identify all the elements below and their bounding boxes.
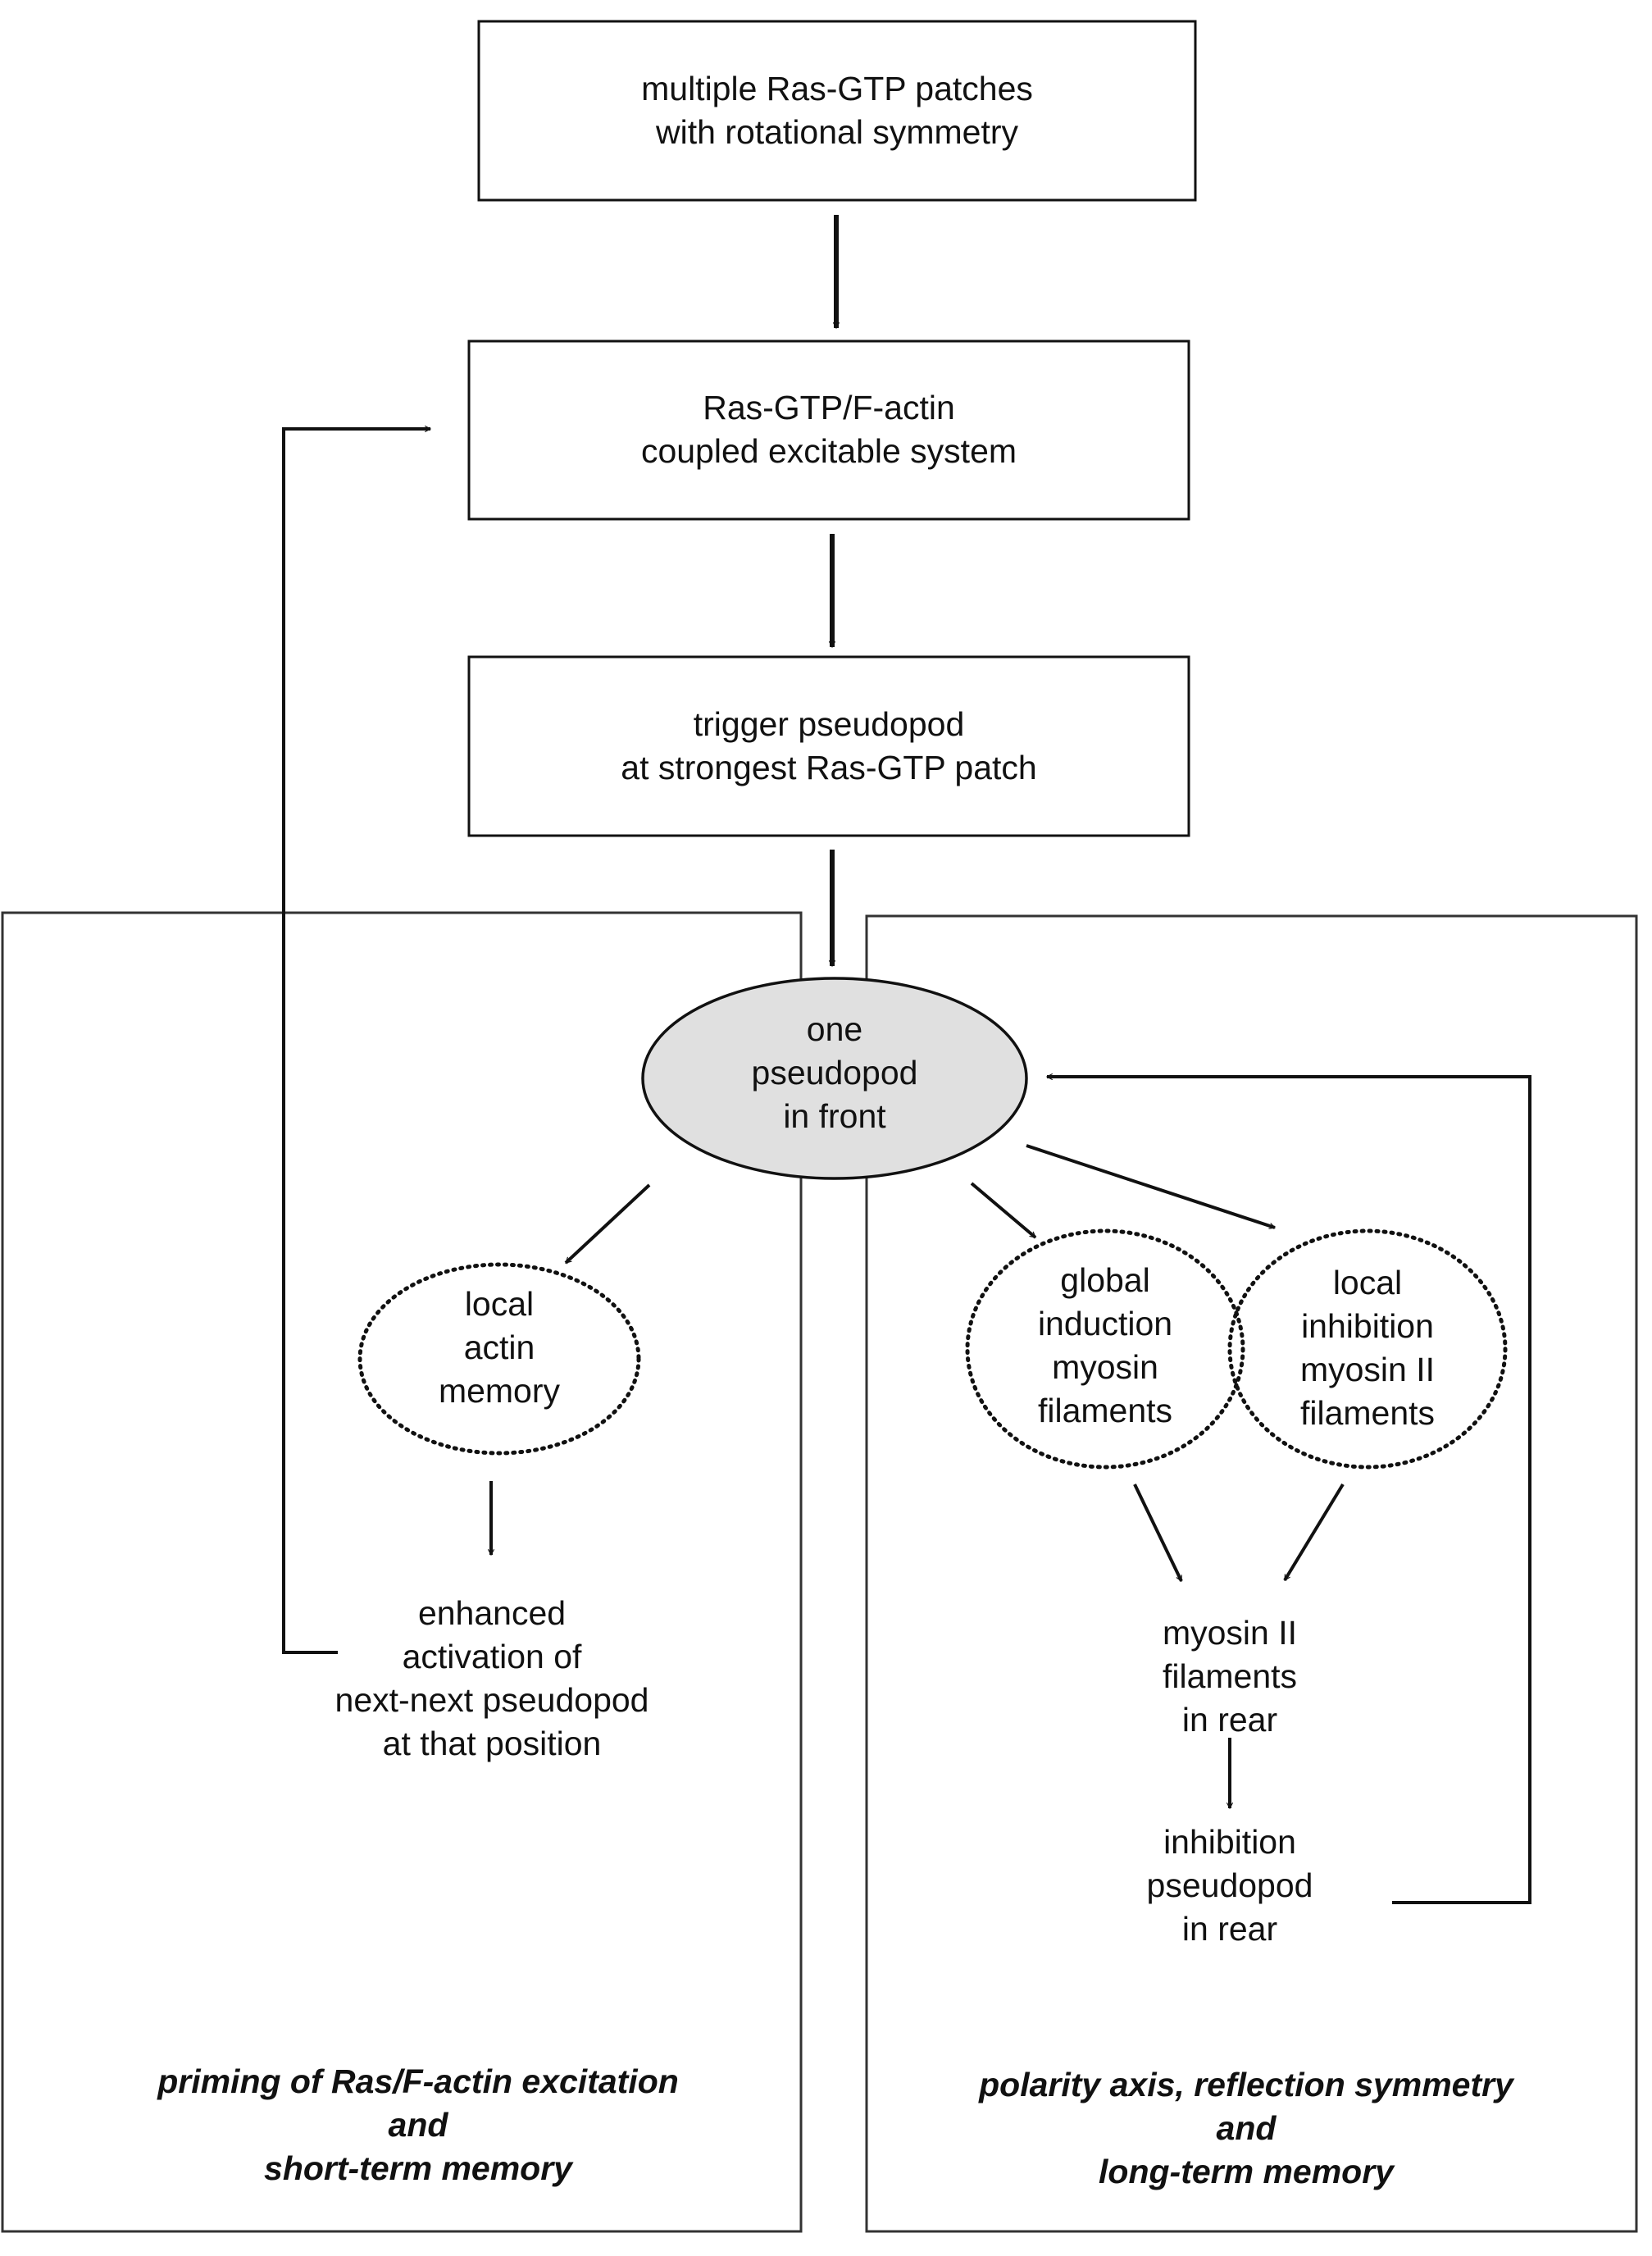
feedback-inhibition-rear-to-front [1045,1073,1531,1904]
arrow-global-induction-to-myosin-rear [1133,1483,1183,1583]
right-section-caption: polarity axis, reflection symmetry and l… [979,2066,1513,2190]
enhanced-activation-label: enhanced activation of next-next pseudop… [334,1594,649,1762]
left-section-frame [1,911,803,2233]
ellipse-local-inhibition [1227,1228,1508,1470]
actin-memory-label: local actin memory [438,1285,561,1410]
box-patches [477,20,1197,202]
right-section-frame [865,914,1638,2233]
box-patches-label: multiple Ras-GTP patches with rotational… [641,70,1033,151]
arrow-front-to-local-inhibition [1026,1144,1277,1229]
front-pseudopod-label: one pseudopod in front [751,1010,918,1135]
local-inhibition-label: local inhibition myosin II filaments [1299,1264,1436,1432]
left-section-caption: priming of Ras/F-actin excitation and sh… [157,2062,679,2187]
box-trigger-label: trigger pseudopod at strongest Ras-GTP p… [621,705,1037,786]
ellipse-global-induction [965,1228,1245,1470]
ellipse-actin-memory [357,1262,641,1456]
box-excitable [467,340,1190,521]
ellipse-front [641,977,1028,1180]
arrow-front-to-global-induction [970,1182,1037,1239]
myosin-rear-label: myosin II filaments in rear [1162,1614,1298,1739]
box-trigger [467,655,1190,837]
arrow-local-inhibition-to-myosin-rear [1283,1483,1345,1582]
box-excitable-label: Ras-GTP/F-actin coupled excitable system [640,389,1017,470]
global-induction-label: global induction myosin filaments [1037,1261,1173,1429]
feedback-enhanced-to-excitable [282,425,432,1654]
arrow-front-to-actin-memory [564,1183,651,1265]
inhibition-rear-label: inhibition pseudopod in rear [1146,1823,1313,1948]
